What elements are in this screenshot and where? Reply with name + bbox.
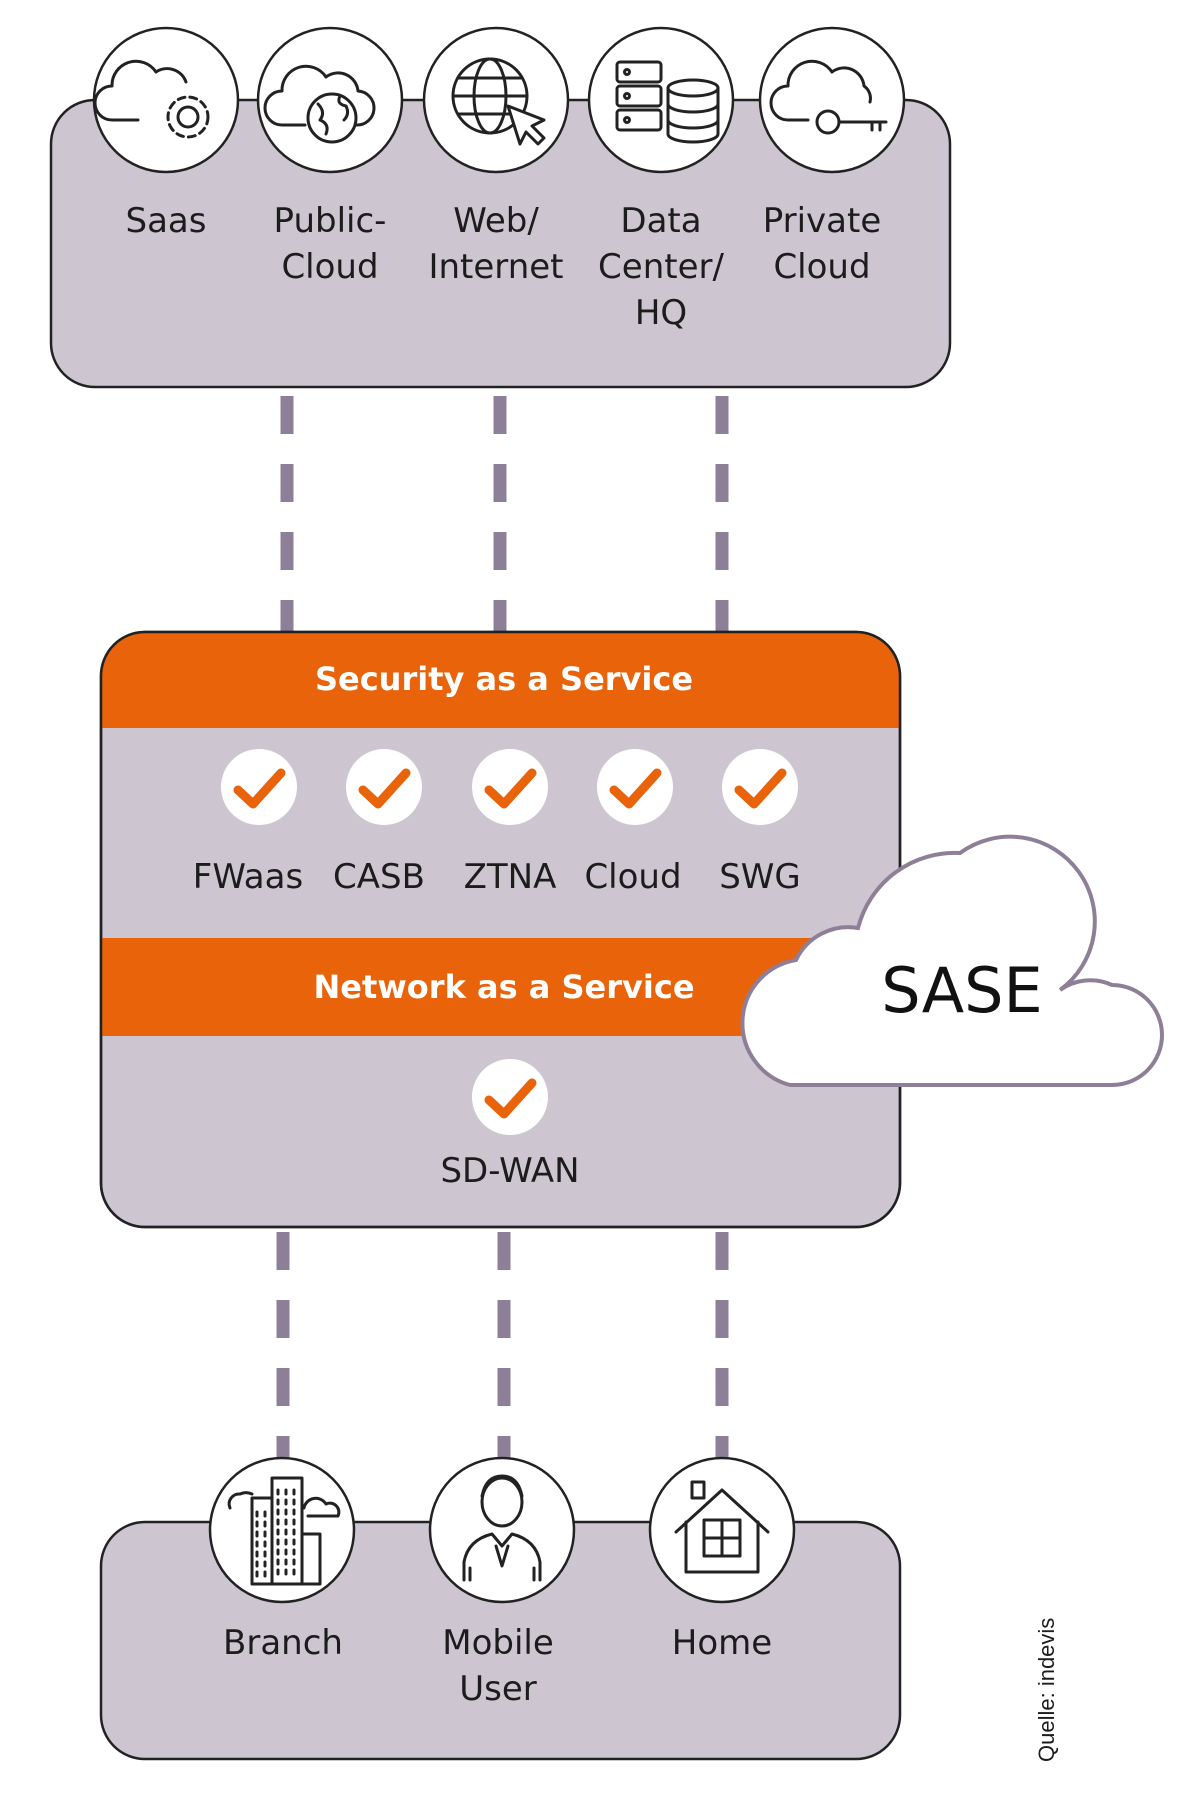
network-item-sd-wan: SD-WAN bbox=[440, 1059, 580, 1191]
top-item-label-line: HQ bbox=[635, 293, 687, 333]
network-item-label: SD-WAN bbox=[440, 1151, 579, 1191]
office-buildings-icon bbox=[227, 1476, 341, 1586]
sase-cloud: SASE bbox=[740, 834, 1164, 1087]
top-item-label-line: Saas bbox=[126, 201, 207, 241]
security-item-label: Cloud bbox=[584, 857, 681, 897]
top-item-label-line: Data bbox=[620, 201, 701, 241]
bottom-item-label-line: Home bbox=[672, 1623, 772, 1663]
security-item-casb: CASB bbox=[333, 749, 425, 897]
bottom-item-home: Home bbox=[648, 1456, 796, 1663]
business-person-icon bbox=[462, 1474, 542, 1582]
security-header: Security as a Service bbox=[315, 660, 693, 698]
sase-box: Security as a Service FWaas CASB ZTNA Cl… bbox=[99, 630, 902, 1229]
check-icon bbox=[734, 768, 787, 809]
source-note: Quelle: indevis bbox=[1034, 1618, 1059, 1762]
server-database-icon bbox=[615, 60, 720, 144]
globe-cursor-icon bbox=[451, 57, 546, 146]
security-item-ztna: ZTNA bbox=[464, 749, 557, 897]
check-circle bbox=[472, 1059, 548, 1135]
cloud-key-icon bbox=[769, 59, 888, 135]
top-item-public-cloud: Public- Cloud bbox=[256, 26, 404, 287]
check-circle bbox=[722, 749, 798, 825]
security-item-label: FWaas bbox=[193, 857, 303, 897]
bottom-item-label-line: User bbox=[459, 1669, 537, 1709]
bottom-group: Branch Mobile User bbox=[99, 1456, 902, 1761]
top-item-label-line: Cloud bbox=[773, 247, 870, 287]
security-item-label: SWG bbox=[719, 857, 801, 897]
check-circle bbox=[221, 749, 297, 825]
security-item-cloud: Cloud bbox=[584, 749, 682, 897]
security-item-label: CASB bbox=[333, 857, 425, 897]
cloud-globe-icon bbox=[263, 64, 376, 144]
top-item-label-line: Cloud bbox=[281, 247, 378, 287]
top-item-web-internet: Web/ Internet bbox=[422, 26, 570, 287]
sase-cloud-label: SASE bbox=[881, 954, 1042, 1027]
bottom-item-label-line: Mobile bbox=[442, 1623, 554, 1663]
top-item-data-center: Data Center/ HQ bbox=[587, 26, 735, 333]
check-icon bbox=[484, 1078, 537, 1119]
top-item-label-line: Web/ bbox=[453, 201, 539, 241]
security-header-bar bbox=[101, 632, 900, 728]
security-item-label: ZTNA bbox=[464, 857, 557, 897]
bottom-item-mobile-user: Mobile User bbox=[428, 1456, 576, 1709]
check-circle bbox=[346, 749, 422, 825]
security-item-fwaas: FWaas bbox=[193, 749, 303, 897]
check-circle bbox=[472, 749, 548, 825]
bottom-item-label-line: Branch bbox=[223, 1623, 343, 1663]
check-circle bbox=[597, 749, 673, 825]
check-icon bbox=[609, 768, 662, 809]
security-item-swg: SWG bbox=[719, 749, 801, 897]
check-icon bbox=[233, 768, 286, 809]
connectors-bottom bbox=[276, 1232, 729, 1465]
top-item-label-line: Public- bbox=[274, 201, 387, 241]
sase-cloud-shape bbox=[740, 834, 1164, 1087]
top-item-label-line: Center/ bbox=[598, 247, 724, 287]
connectors-top bbox=[280, 396, 729, 632]
top-item-private-cloud: Private Cloud bbox=[758, 26, 906, 287]
house-icon bbox=[674, 1480, 770, 1574]
bottom-item-branch: Branch bbox=[208, 1456, 356, 1663]
top-item-saas: Saas bbox=[92, 26, 240, 241]
top-item-label-line: Private bbox=[763, 201, 882, 241]
top-group: Saas Public- Cloud Web/ Intern bbox=[49, 26, 952, 389]
check-icon bbox=[484, 768, 537, 809]
top-item-label-line: Internet bbox=[428, 247, 563, 287]
network-header: Network as a Service bbox=[313, 968, 694, 1006]
check-icon bbox=[358, 768, 411, 809]
cloud-gear-icon bbox=[93, 59, 210, 139]
